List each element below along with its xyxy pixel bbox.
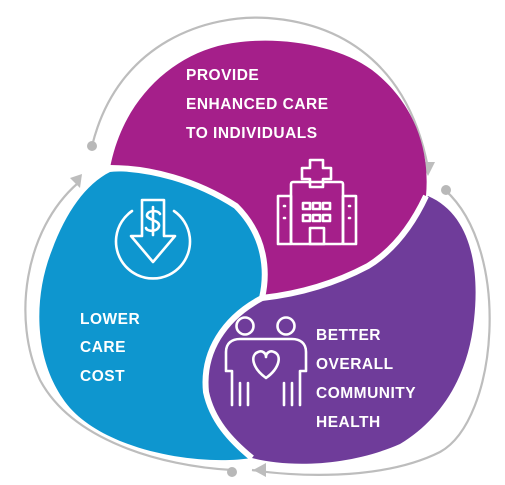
ring-dot-bottom <box>227 467 237 477</box>
separator-right <box>261 194 429 301</box>
ring-arc-left <box>24 182 233 472</box>
lower-line-3: COST <box>80 368 125 385</box>
people-heart-icon <box>224 316 308 407</box>
ring-dot-right <box>441 185 451 195</box>
dollar-down-icon <box>114 198 192 280</box>
ring-arrow-bottom <box>253 463 266 477</box>
separator-top <box>109 165 268 299</box>
provide-line-3: TO INDIVIDUALS <box>186 125 318 142</box>
ring-arc-right <box>251 189 491 476</box>
lower-line-2: CARE <box>80 339 126 356</box>
segment-better-community-health <box>205 196 476 464</box>
better-line-4: HEALTH <box>316 414 381 431</box>
better-line-1: BETTER <box>316 327 381 344</box>
provide-line-2: ENHANCED CARE <box>186 96 329 113</box>
ring-dot-top-left <box>87 141 97 151</box>
lower-line-1: LOWER <box>80 311 140 328</box>
segment-provide-enhanced-care <box>110 40 427 298</box>
hospital-icon <box>276 158 358 246</box>
separator-left <box>202 295 264 461</box>
ring-arrow-left <box>70 174 82 188</box>
provide-line-1: PROVIDE <box>186 67 259 84</box>
cycle-ring <box>24 16 491 477</box>
better-line-2: OVERALL <box>316 356 394 373</box>
ring-arc-top <box>90 16 430 169</box>
better-line-3: COMMUNITY <box>316 385 416 402</box>
